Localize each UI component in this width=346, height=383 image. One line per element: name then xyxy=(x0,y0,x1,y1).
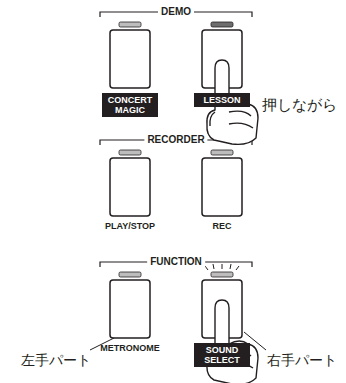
group-label: RECORDER xyxy=(144,134,207,146)
button-name: LESSON xyxy=(196,95,248,105)
led-flash-rays xyxy=(205,264,239,270)
button-name-plate: SOUND SELECT xyxy=(194,343,250,367)
button-label: PLAY/STOP xyxy=(105,221,155,232)
part-callout: 左手パート xyxy=(21,352,91,369)
button-label: REC xyxy=(212,221,231,232)
button-name-plate: LESSON xyxy=(194,93,250,107)
group-label: FUNCTION xyxy=(147,256,205,268)
part-callout: 右手パート xyxy=(267,352,337,369)
button-name-plate: CONCERT MAGIC xyxy=(102,93,158,117)
pressing-hand xyxy=(207,300,258,383)
button-label: METRONOME xyxy=(100,343,160,354)
instruction-callout: 押しながら xyxy=(262,96,337,114)
group-label: DEMO xyxy=(158,6,194,18)
button-name: CONCERT MAGIC xyxy=(104,95,156,115)
button-name: SOUND SELECT xyxy=(196,345,248,365)
